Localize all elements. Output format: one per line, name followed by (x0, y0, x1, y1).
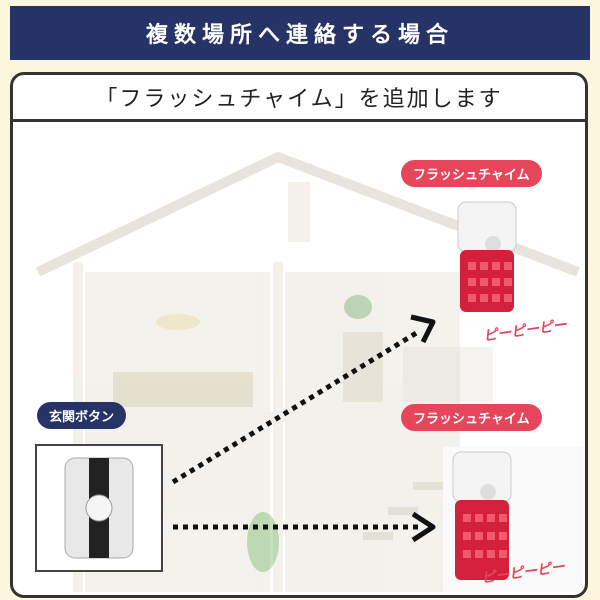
illustration-panel: 「フラッシュチャイム」を追加します (10, 72, 588, 598)
doorbell-button-device (35, 444, 163, 572)
panel-subtitle: 「フラッシュチャイム」を追加します (13, 75, 585, 122)
chime-label-bottom: フラッシュチャイム (401, 404, 542, 431)
button-label: 玄関ボタン (37, 402, 127, 429)
house-scene: フラッシュチャイム ピーピーピー フラッシュチャイム ピーピーピー 玄関ボタン (13, 122, 585, 595)
banner-title: 複数場所へ連絡する場合 (145, 23, 454, 48)
chime-label-top: フラッシュチャイム (401, 160, 542, 187)
doorbell-button-icon (64, 457, 134, 559)
page-banner: 複数場所へ連絡する場合 (10, 6, 590, 60)
